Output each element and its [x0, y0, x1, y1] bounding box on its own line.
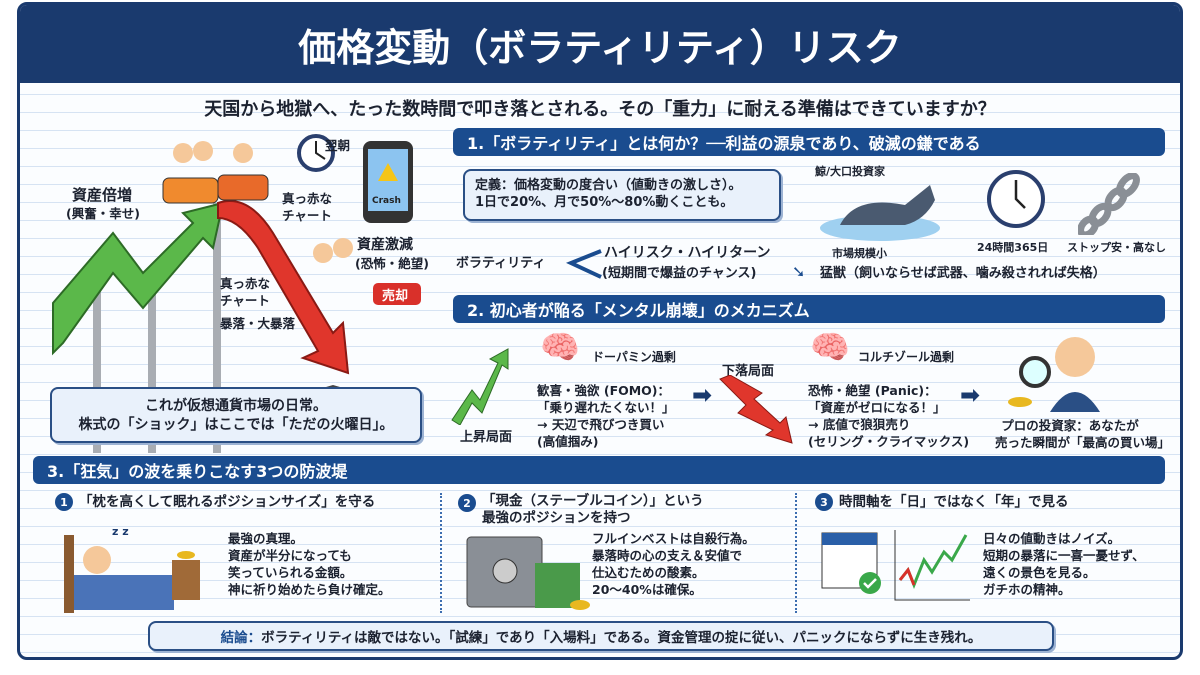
red-down-arrow	[217, 200, 350, 375]
fear-line: 「資産がゼロになる！」	[808, 400, 946, 415]
tip-title-text: 「現金（ステーブルコイン）」という 最強のポジションを持つ	[482, 493, 704, 526]
cortisol-label: コルチゾール過剰	[858, 350, 955, 364]
whale-label: 鯨/大口投資家	[815, 165, 886, 178]
number-badge: 3	[815, 493, 833, 511]
definition-line-2: 1日で20%、月で50%〜80%動くことも。	[475, 195, 734, 210]
svg-text:z z: z z	[112, 525, 129, 538]
number-badge: 2	[458, 494, 476, 512]
greed-line: 「乗り遅れたくない！」	[537, 400, 675, 415]
number-badge: 1	[55, 493, 73, 511]
divider	[795, 493, 797, 613]
asset-crash-label: 資産激減	[357, 237, 413, 253]
crash-label: 暴落・大暴落	[220, 316, 296, 331]
conclusion-box: 結論：ボラティリティは敵ではない。「試練」であり「入場料」である。資金管理の掟に…	[148, 621, 1054, 651]
tip-body-line: フルインベストは自殺行為。	[592, 531, 755, 546]
fear-text: 恐怖・絶望 (Panic)： 「資産がゼロになる！」 → 底値で狼狽売り (セリング・…	[808, 382, 969, 450]
phone-crash-icon	[363, 141, 413, 223]
sleeping-person-bed-icon: z z	[64, 525, 200, 613]
clock-icon	[297, 134, 335, 172]
conclusion-text: ボラティリティは敵ではない。「試練」であり「入場料」である。資金管理の掟に従い、…	[261, 630, 982, 646]
greed-line: → 天辺で飛びつき買い	[537, 417, 665, 432]
tip-body-line: 神に祈り始めたら負け確定。	[228, 582, 391, 597]
divider	[440, 493, 442, 613]
phone-crash-text: Crash	[372, 196, 401, 206]
tip-body-line: 仕込むための酸素。	[592, 565, 705, 580]
green-rising-arrow-icon	[451, 348, 509, 425]
green-up-arrow	[52, 201, 225, 356]
caption-box: これが仮想通貨市場の日常。 株式の「ショック」はここでは「ただの火曜日」。	[50, 387, 422, 443]
tip-1-body: 最強の真理。資産が半分になっても笑っていられる金額。神に祈り始めたら負け確定。	[228, 530, 391, 598]
volatility-label: ボラティリティ	[456, 256, 546, 271]
asset-double-label: 資産倍増	[72, 186, 133, 204]
tip-body-line: 笑っていられる金額。	[228, 565, 353, 580]
dopamine-label: ドーパミン過剰	[592, 350, 676, 364]
asset-crash-sub: (恐怖・絶望)	[355, 256, 429, 271]
section2-header: 2. 初心者が陥る「メンタル崩壊」のメカニズム	[453, 295, 1165, 323]
conclusion-label: 結論：	[220, 630, 262, 646]
red-falling-arrow-icon	[719, 375, 793, 444]
next-morning-label: 翌朝	[325, 138, 351, 153]
tip-title-text: 時間軸を「日」ではなく「年」で見る	[839, 494, 1069, 510]
hours-label: 24時間365日	[977, 241, 1049, 254]
greed-line: (高値掴み)	[537, 434, 599, 449]
section1-header: 1.「ボラティリティ」とは何か？──利益の源泉であり、破滅の鎌である	[453, 128, 1165, 156]
pro-investor-icon	[1008, 337, 1100, 412]
sell-label: 売却	[382, 288, 408, 304]
section3-header: 3.「狂気」の波を乗りこなす3つの防波堤	[33, 456, 1165, 484]
down-phase-label: 下落局面	[722, 364, 775, 379]
clock-icon	[987, 170, 1045, 228]
roller-coaster-cart	[162, 141, 269, 204]
sell-button-illustration	[373, 283, 421, 305]
red-chart-label-1: 真っ赤な チャート	[282, 191, 333, 223]
infographic: 価格変動（ボラティリティ）リスク 天国から地獄へ、たった数時間で叩き落とされる。…	[17, 2, 1183, 660]
tip-body-line: ガチホの精神。	[983, 582, 1071, 597]
tip-title-text: 「枕を高くして眠れるポジションサイズ」を守る	[79, 494, 376, 510]
subtitle: 天国から地獄へ、たった数時間で叩き落とされる。その「重力」に耐える準備はできてい…	[204, 99, 996, 120]
definition-line-1: 定義：価格変動の度合い（値動きの激しさ）。	[475, 178, 742, 193]
definition-box: 定義：価格変動の度合い（値動きの激しさ）。 1日で20%、月で50%〜80%動く…	[463, 169, 781, 221]
high-risk-label: ハイリスク・ハイリターン	[604, 245, 771, 261]
arrow-right-icon: ➡	[692, 381, 713, 409]
broken-chain-icon	[1078, 173, 1140, 235]
market-small-label: 市場規模小	[832, 247, 887, 260]
caption-line-1: これが仮想通貨市場の日常。	[145, 398, 327, 414]
brain-dopamine-icon: 🧠	[540, 328, 580, 366]
red-chart-label-2: 真っ赤な チャート	[220, 276, 271, 308]
no-limit-label: ストップ安・高なし	[1067, 241, 1166, 254]
branch-arrows-icon	[565, 249, 602, 279]
tip-body-line: 最強の真理。	[228, 531, 304, 546]
short-term-label: (短期間で爆益のチャンス)	[602, 266, 757, 281]
safe-and-cash-icon	[466, 536, 590, 610]
arrow-right-icon: ➡	[960, 381, 981, 409]
tip-3-title: 3 時間軸を「日」ではなく「年」で見る	[815, 493, 1069, 511]
whale-icon	[820, 185, 940, 241]
tip-3-body: 日々の値動きはノイズ。短期の暴落に一喜一憂せず、遠くの景色を見る。ガチホの精神。	[983, 530, 1145, 598]
arrow-right-icon: ➘	[792, 262, 806, 281]
pro-text: プロの投資家：あなたが売った瞬間が「最高の買い場」	[995, 417, 1171, 451]
tip-body-line: 暴落時の心の支え＆安値で	[592, 548, 743, 563]
tip-2-title: 2 「現金（ステーブルコイン）」という 最強のポジションを持つ	[458, 493, 704, 527]
tip-body-line: 遠くの景色を見る。	[983, 565, 1096, 580]
pro-line: 売った瞬間が「最高の買い場」	[995, 435, 1171, 450]
brain-cortisol-icon: 🧠	[810, 328, 850, 366]
page-title: 価格変動（ボラティリティ）リスク	[20, 5, 1180, 83]
fear-line: → 底値で狼狽売り	[808, 417, 911, 432]
tip-2-body: フルインベストは自殺行為。暴落時の心の支え＆安値で仕込むための酸素。 20〜40%…	[592, 530, 755, 598]
tip-body-line: 短期の暴落に一喜一憂せず、	[983, 548, 1145, 563]
caption-line-2: 株式の「ショック」はここでは「ただの火曜日」。	[78, 417, 394, 433]
asset-double-sub: (興奮・幸せ)	[66, 206, 140, 221]
tip-body-line: 20〜40%は確保。	[592, 582, 702, 597]
greed-line: 歓喜・強欲 (FOMO)：	[537, 383, 671, 398]
fear-line: 恐怖・絶望 (Panic)：	[808, 383, 937, 398]
rollercoaster-illustration: Crash 売却	[52, 134, 421, 453]
up-phase-label: 上昇局面	[460, 430, 513, 445]
tip-body-line: 日々の値動きはノイズ。	[983, 531, 1121, 546]
fear-line: (セリング・クライマックス)	[808, 434, 970, 449]
greed-text: 歓喜・強欲 (FOMO)： 「乗り遅れたくない！」 → 天辺で飛びつき買い (高値掴み…	[537, 382, 675, 450]
beast-label: 猛獣（飼いならせば武器、噛み殺されれば失格）	[820, 266, 1106, 281]
pro-line: プロの投資家：あなたが	[1001, 418, 1139, 433]
tip-1-title: 1 「枕を高くして眠れるポジションサイズ」を守る	[55, 493, 375, 511]
tip-body-line: 資産が半分になっても	[228, 548, 352, 563]
calendar-and-chart-icon	[821, 530, 970, 601]
